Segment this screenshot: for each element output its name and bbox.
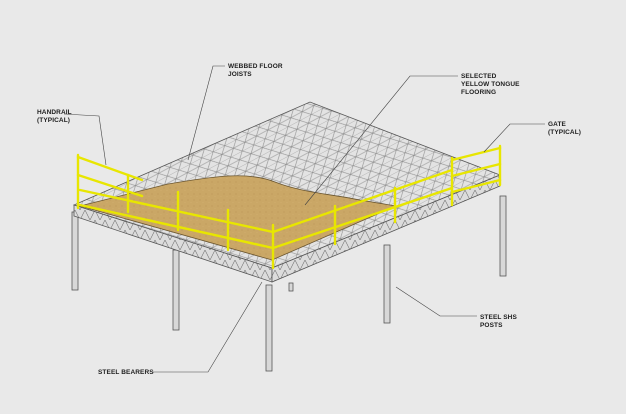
rail-back-mid bbox=[76, 173, 144, 198]
post-back-left bbox=[71, 211, 79, 291]
webbed-floor-joists-label: WEBBED FLOOR JOISTS bbox=[228, 63, 283, 79]
leader-gate bbox=[483, 123, 545, 153]
gate-low bbox=[450, 178, 502, 194]
leader-handrail bbox=[63, 113, 107, 166]
gate-top bbox=[450, 146, 502, 162]
posts-label-line-2: POSTS bbox=[480, 322, 503, 329]
rail-right-mid bbox=[271, 186, 454, 250]
leader-webbed bbox=[187, 65, 225, 161]
posts-label-line-1: STEEL SHS bbox=[480, 314, 517, 321]
leader-yellow bbox=[304, 75, 458, 206]
steel-shs-posts bbox=[71, 195, 507, 372]
yellow-tongue-flooring bbox=[78, 175, 398, 261]
post-front bbox=[265, 284, 273, 372]
handrail-label: HANDRAIL (TYPICAL) bbox=[37, 109, 72, 125]
rail-front-top bbox=[78, 188, 275, 234]
bearers-label-line-1: STEEL BEARERS bbox=[98, 369, 154, 376]
leader-lines bbox=[63, 65, 545, 373]
post-mid-left bbox=[172, 249, 180, 331]
gate-mid bbox=[450, 162, 502, 178]
rail-back-top bbox=[76, 155, 144, 182]
gate-label-line-1: GATE bbox=[548, 121, 566, 128]
steel-bearers-label: STEEL BEARERS bbox=[98, 369, 154, 377]
handrail-label-line-2: (TYPICAL) bbox=[37, 117, 71, 124]
handrail bbox=[76, 144, 502, 270]
post-back-right-small bbox=[288, 282, 294, 292]
webbed-label-line-2: JOISTS bbox=[228, 71, 252, 78]
yellow-label-line-3: FLOORING bbox=[461, 89, 497, 96]
leader-posts bbox=[395, 286, 477, 317]
gate-label-line-2: (TYPICAL) bbox=[548, 129, 582, 136]
rail-front-mid bbox=[78, 203, 275, 250]
post-right bbox=[499, 195, 507, 277]
yellow-label-line-1: SELECTED bbox=[461, 73, 497, 80]
steel-shs-posts-label: STEEL SHS POSTS bbox=[480, 314, 517, 330]
post-front-right bbox=[383, 244, 391, 324]
yellow-tongue-flooring-label: SELECTED YELLOW TONGUE FLOORING bbox=[461, 73, 520, 97]
yellow-label-line-2: YELLOW TONGUE bbox=[461, 81, 520, 88]
leader-bearers bbox=[152, 281, 263, 373]
gate-label: GATE (TYPICAL) bbox=[548, 121, 581, 137]
handrail-label-line-1: HANDRAIL bbox=[37, 109, 72, 116]
webbed-label-line-1: WEBBED FLOOR bbox=[228, 63, 283, 70]
rail-right-top bbox=[271, 168, 454, 234]
